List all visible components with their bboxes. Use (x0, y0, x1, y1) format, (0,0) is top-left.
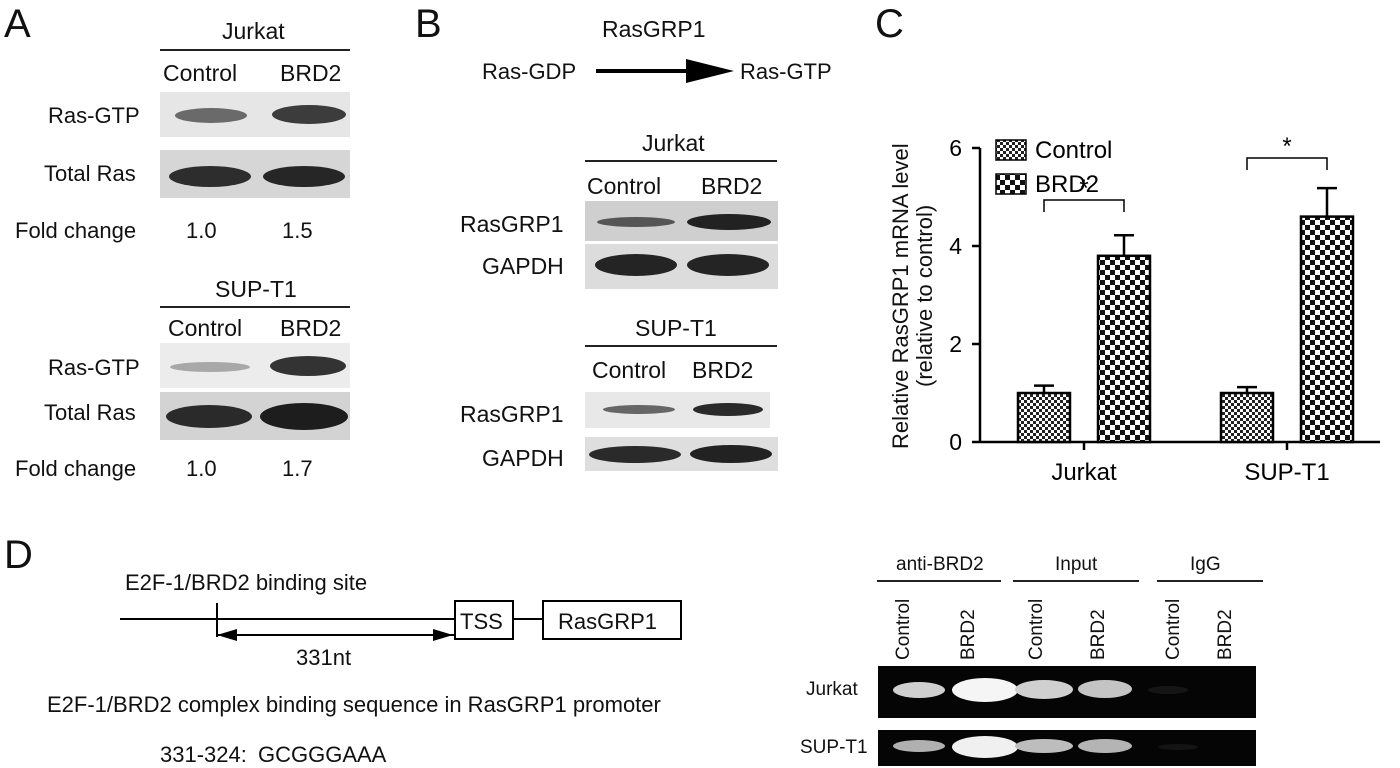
significance-bracket (1246, 157, 1328, 170)
row-label-total-ras: Total Ras (44, 400, 136, 425)
distance-label: 331nt (296, 645, 352, 670)
legend-label-control: Control (1035, 137, 1112, 164)
y-axis-label-secondary: (relative to control) (912, 204, 937, 387)
y-tick-label: 4 (949, 233, 962, 259)
group-divider (877, 580, 1001, 582)
western-blot-total-ras (160, 150, 350, 198)
western-blot-ras-gtp (160, 92, 350, 137)
tss-label: TSS (460, 609, 503, 634)
lane-label-control: Control (163, 60, 238, 86)
gel-lane-label: Control (1163, 598, 1184, 660)
legend-label-brd2: BRD2 (1035, 171, 1099, 198)
lane-header-divider (585, 345, 777, 347)
western-blot-rasgrp1 (585, 201, 778, 241)
chip-gel-jurkat (878, 666, 1256, 718)
gel-lane-label: Control (893, 598, 914, 660)
row-label-gapdh: GAPDH (482, 445, 564, 471)
lane-header-divider (160, 306, 350, 308)
fold-change-value: 1.5 (282, 218, 313, 243)
lane-label-control: Control (168, 315, 243, 341)
y-tick-label: 6 (949, 135, 962, 161)
gel-row-label: SUP-T1 (800, 737, 868, 758)
western-blot-total-ras (160, 392, 350, 440)
sequence-title: E2F-1/BRD2 complex binding sequence in R… (47, 692, 661, 717)
scheme-enzyme-label: RasGRP1 (602, 16, 706, 42)
western-blot-ras-gtp (160, 343, 350, 388)
row-label-ras-gtp: Ras-GTP (48, 103, 140, 128)
scheme-substrate-label: Ras-GDP (482, 59, 577, 84)
lane-label-brd2: BRD2 (280, 60, 342, 86)
panel-label-a: A (4, 2, 31, 46)
x-tick-label: Jurkat (1051, 459, 1117, 486)
group-divider (1157, 580, 1263, 582)
scheme-product-label: Ras-GTP (740, 59, 832, 84)
bar-brd2-jurkat (1096, 254, 1152, 444)
fold-change-label: Fold change (15, 218, 137, 243)
legend-swatch-control (995, 139, 1027, 161)
gel-lane-label: Control (1026, 598, 1047, 660)
gel-row-label: Jurkat (806, 679, 858, 700)
row-label-rasgrp1: RasGRP1 (460, 211, 564, 237)
x-tick-label: SUP-T1 (1244, 459, 1329, 486)
y-tick-label: 0 (949, 429, 962, 455)
western-blot-rasgrp1 (585, 392, 770, 428)
bar-brd2-sup-t1 (1299, 215, 1355, 444)
group-divider (1013, 580, 1139, 582)
fold-change-value: 1.7 (282, 456, 313, 481)
chip-gel-sup-t1 (878, 730, 1256, 766)
gene-box-label: RasGRP1 (558, 609, 658, 634)
y-tick-label: 2 (949, 331, 962, 357)
western-blot-gapdh (585, 437, 778, 471)
gel-lane-label: BRD2 (1215, 609, 1236, 660)
lane-label-control: Control (592, 357, 667, 383)
bar-control-jurkat (1016, 391, 1072, 444)
reaction-arrow (596, 59, 734, 83)
lane-header-divider (160, 49, 350, 51)
legend-swatch-brd2 (995, 173, 1027, 195)
cell-line-label: SUP-T1 (215, 276, 297, 302)
lane-label-brd2: BRD2 (280, 315, 342, 341)
panel-label-d: D (4, 533, 33, 577)
binding-site-label: E2F-1/BRD2 binding site (125, 570, 368, 595)
cell-line-label: SUP-T1 (635, 315, 717, 341)
gel-group-label: IgG (1190, 554, 1221, 575)
panel-label-c: C (875, 2, 904, 46)
row-label-rasgrp1: RasGRP1 (460, 401, 564, 427)
gel-group-label: Input (1055, 554, 1098, 575)
sequence-range: 331-324: (160, 742, 247, 767)
fold-change-label: Fold change (15, 456, 137, 481)
significance-marker: * (1079, 175, 1088, 202)
significance-marker: * (1282, 133, 1291, 160)
lane-label-brd2: BRD2 (692, 357, 754, 383)
gel-lane-label: BRD2 (958, 609, 979, 660)
gel-lane-label: BRD2 (1088, 609, 1109, 660)
promoter-diagram (120, 600, 682, 641)
fold-change-value: 1.0 (186, 456, 217, 481)
sequence-text: GCGGGAAA (258, 742, 387, 767)
row-label-ras-gtp: Ras-GTP (48, 355, 140, 380)
lane-label-brd2: BRD2 (701, 173, 763, 199)
lane-header-divider (585, 160, 777, 162)
western-blot-gapdh (585, 244, 778, 289)
gel-group-label: anti-BRD2 (896, 554, 984, 575)
row-label-gapdh: GAPDH (482, 253, 564, 279)
cell-line-label: Jurkat (222, 18, 285, 44)
panel-label-b: B (415, 2, 442, 46)
y-axis-label: Relative RasGRP1 mRNA level (888, 143, 913, 449)
fold-change-value: 1.0 (186, 218, 217, 243)
significance-bracket (1043, 199, 1125, 212)
lane-label-control: Control (587, 173, 662, 199)
bar-control-sup-t1 (1219, 391, 1275, 444)
row-label-total-ras: Total Ras (44, 161, 136, 186)
cell-line-label: Jurkat (642, 130, 705, 156)
